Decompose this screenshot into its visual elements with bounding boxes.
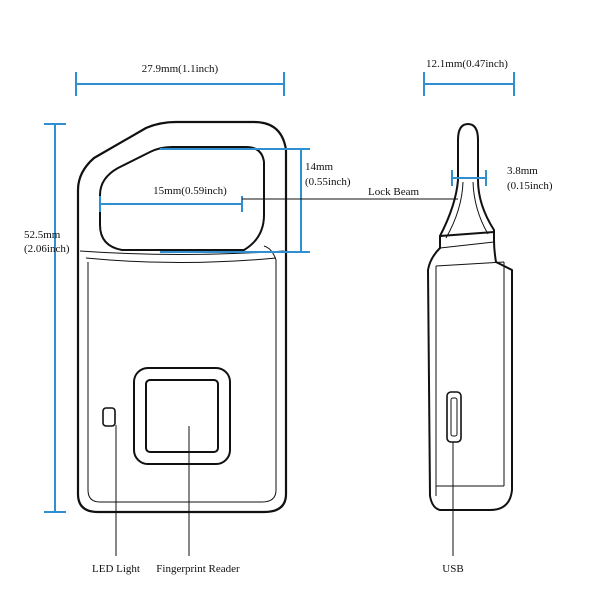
fingerprint-reader-inner: [145, 379, 219, 453]
usb-port: [446, 391, 462, 443]
shackle-width-label: 15mm(0.59inch): [153, 185, 227, 197]
lock-beam-label: Lock Beam: [368, 186, 419, 198]
front-view: [76, 120, 288, 556]
fingerprint-reader-outer: [133, 367, 231, 465]
beam-thickness-label-in: (0.15inch): [507, 180, 553, 192]
usb-port-slot: [450, 397, 458, 437]
shackle-opening: [99, 146, 265, 251]
dimension-lines: [44, 72, 515, 513]
fingerprint-reader-label: Fingerprint Reader: [156, 563, 240, 575]
labels: 27.9mm(1.1inch) 12.1mm(0.47inch) 52.5mm …: [24, 58, 553, 575]
side-width-label: 12.1mm(0.47inch): [426, 58, 508, 70]
side-view: [427, 123, 513, 556]
front-width-label: 27.9mm(1.1inch): [142, 63, 219, 75]
led-light: [102, 407, 116, 427]
side-body-inner: [435, 241, 505, 496]
usb-label: USB: [442, 563, 463, 575]
side-beam: [457, 123, 479, 181]
side-neck: [439, 179, 495, 249]
height-label-mm: 52.5mm: [24, 229, 61, 241]
lock-body-outer: [76, 248, 288, 514]
shackle-height-label-mm: 14mm: [305, 161, 334, 173]
shackle-outer: [76, 120, 288, 254]
beam-thickness-label-mm: 3.8mm: [507, 165, 538, 177]
height-label-in: (2.06inch): [24, 243, 70, 255]
led-light-label: LED Light: [92, 563, 140, 575]
side-neck-inner: [445, 181, 489, 239]
side-body: [427, 231, 513, 511]
shackle-height-label-in: (0.55inch): [305, 176, 351, 188]
